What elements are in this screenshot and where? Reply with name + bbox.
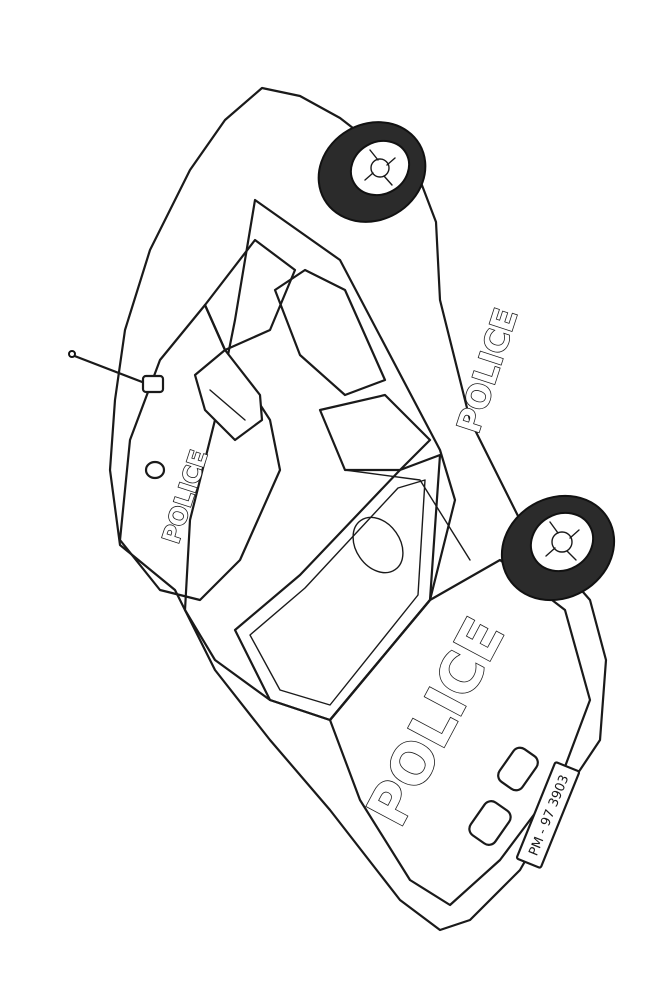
antenna-base [141, 374, 165, 394]
windshield-inner [249, 479, 426, 706]
front-wheel [500, 494, 616, 602]
headlight-right [497, 746, 539, 792]
windshield [233, 453, 442, 722]
car-body-outline [108, 86, 608, 932]
rear-wheel [317, 121, 427, 223]
trunk-lock [144, 460, 166, 480]
antenna-tip [68, 350, 76, 358]
door-seam [344, 469, 471, 561]
light-bar-divider [209, 389, 246, 421]
steering-wheel [352, 516, 404, 574]
light-bar [193, 348, 264, 442]
front-side-window [318, 393, 432, 472]
antenna [70, 353, 152, 387]
headlight-left [468, 800, 512, 846]
rear-side-window [273, 268, 387, 397]
door-police-text: POLICE [449, 304, 525, 438]
